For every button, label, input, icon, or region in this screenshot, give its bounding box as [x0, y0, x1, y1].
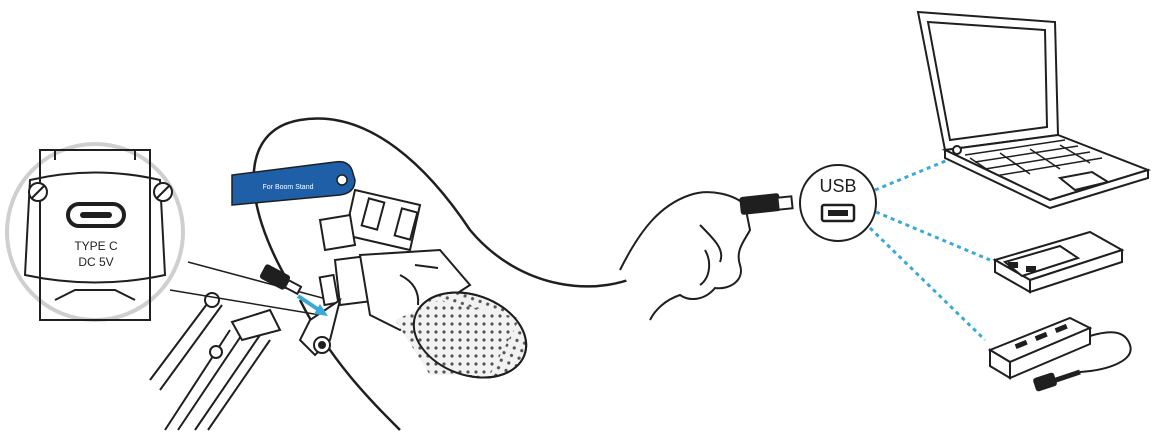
tag-label: For Boom Stand: [263, 184, 314, 191]
type-c-port-icon: [68, 204, 124, 226]
laptop-icon: [918, 12, 1148, 208]
usb-hub-label: USB: [819, 176, 856, 196]
usb-plug: [739, 193, 792, 215]
boom-stand-tag: For Boom Stand: [232, 162, 355, 205]
power-bank-icon: [995, 232, 1122, 292]
screw-right-icon: [154, 183, 172, 201]
microphone-icon: [300, 190, 538, 392]
connection-lines: [870, 155, 990, 340]
inset-type-label: TYPE C: [74, 239, 118, 253]
usb-charger-icon: [990, 318, 1131, 391]
inset-voltage-label: DC 5V: [78, 255, 113, 269]
usb-hub: USB: [800, 165, 876, 241]
boom-arm-icon: [150, 293, 280, 430]
hand-icon: [620, 192, 750, 320]
usb-a-port-icon: [822, 205, 854, 221]
screw-left-icon: [29, 183, 47, 201]
